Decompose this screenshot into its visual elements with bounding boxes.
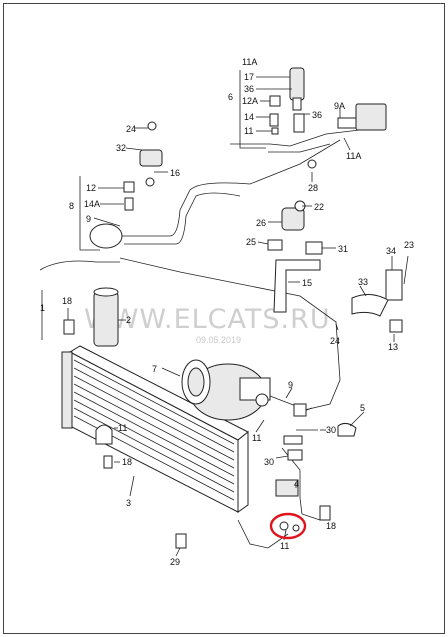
label-6: 6 — [228, 92, 233, 102]
receiver-drier — [93, 287, 119, 347]
label-11A: 11A — [242, 57, 257, 67]
label-1: 1 — [40, 303, 45, 313]
label-22: 22 — [314, 202, 324, 212]
label-25: 25 — [246, 237, 256, 247]
highlight-marker — [269, 512, 307, 540]
label-9: 9 — [86, 214, 91, 224]
label-7: 7 — [152, 364, 157, 374]
label-17: 17 — [244, 72, 254, 82]
label-14A: 14A — [84, 199, 100, 209]
label-8: 8 — [69, 201, 74, 211]
label-3: 3 — [126, 498, 131, 508]
label-14: 14 — [244, 112, 254, 122]
label-33: 33 — [358, 277, 368, 287]
label-36: 36 — [312, 110, 322, 120]
label-11: 11 — [244, 126, 253, 136]
compressor — [181, 359, 271, 421]
leader-lines — [67, 70, 409, 557]
label-18: 18 — [326, 521, 336, 531]
label-18: 18 — [62, 296, 72, 306]
label-26: 26 — [256, 218, 266, 228]
label-31: 31 — [338, 244, 348, 254]
label-2: 2 — [126, 315, 131, 325]
label-15: 15 — [302, 278, 312, 288]
label-24: 24 — [126, 124, 136, 134]
label-16: 16 — [170, 168, 180, 178]
label-30: 30 — [264, 457, 274, 467]
label-11: 11 — [118, 423, 127, 433]
label-12A: 12A — [242, 96, 258, 106]
watermark-date: 09.05.2019 — [196, 335, 241, 345]
page-frame — [3, 3, 445, 634]
highlight-ring — [269, 512, 307, 540]
watermark-site: WWW.ELCATS.RU — [84, 304, 331, 335]
label-4: 4 — [294, 479, 299, 489]
label-30: 30 — [326, 425, 336, 435]
label-13: 13 — [388, 342, 398, 352]
label-11A: 11A — [346, 151, 361, 161]
label-24: 24 — [330, 336, 340, 346]
pressure-switch-group — [269, 67, 387, 135]
small-parts — [63, 121, 403, 549]
label-12: 12 — [86, 183, 96, 193]
label-11: 11 — [252, 433, 261, 443]
label-5: 5 — [360, 403, 365, 413]
label-28: 28 — [308, 183, 318, 193]
label-36: 36 — [244, 84, 254, 94]
condenser — [61, 345, 249, 513]
label-18: 18 — [122, 457, 132, 467]
label-32: 32 — [116, 143, 126, 153]
label-23: 23 — [404, 240, 414, 250]
label-9A: 9A — [334, 101, 345, 111]
label-9: 9 — [288, 380, 293, 390]
label-34: 34 — [386, 246, 396, 256]
label-11: 11 — [280, 541, 289, 551]
label-29: 29 — [170, 557, 180, 567]
part-labels: 11A 17 36 6 12A 14 36 11 9A 11A 24 32 16… — [40, 57, 414, 567]
